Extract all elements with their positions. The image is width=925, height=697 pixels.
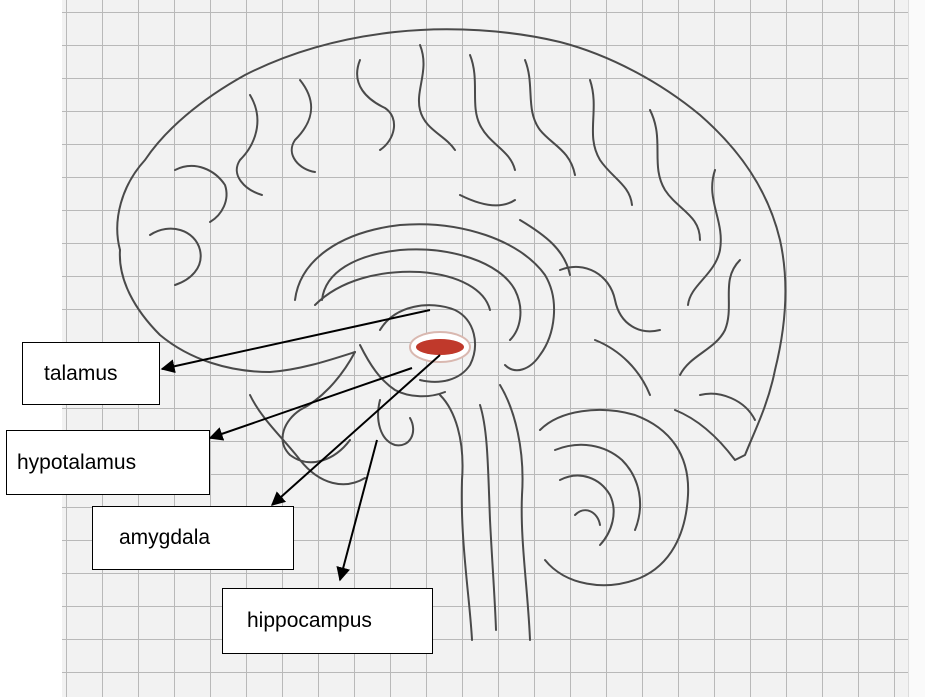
gyrus-line xyxy=(595,340,650,395)
gyrus-line xyxy=(292,80,315,172)
gyrus-line xyxy=(680,260,740,375)
label-amygdala: amygdala xyxy=(92,506,294,570)
medulla-line xyxy=(480,405,496,630)
label-hypothalamus: hypotalamus xyxy=(6,430,210,495)
label-thalamus: talamus xyxy=(22,342,160,405)
label-text: amygdala xyxy=(119,526,210,550)
gyrus-line xyxy=(688,170,721,305)
gyrus-line xyxy=(175,166,227,222)
gyrus-line xyxy=(150,229,201,285)
gyrus-line xyxy=(470,55,515,170)
arrow-hypotalamus xyxy=(210,368,412,438)
label-hippocampus: hippocampus xyxy=(222,588,433,654)
gyrus-line xyxy=(419,45,455,150)
gyrus-line xyxy=(560,267,660,331)
arrow-hippocampus xyxy=(340,440,377,580)
gyrus-line xyxy=(460,195,515,205)
gyrus-line xyxy=(650,110,700,240)
gyrus-line xyxy=(590,80,632,205)
arrow-talamus xyxy=(162,310,430,369)
label-text: hippocampus xyxy=(247,609,372,633)
label-text: hypotalamus xyxy=(17,451,136,475)
gyrus-line xyxy=(237,95,262,195)
brainstem-front xyxy=(440,395,472,640)
marker-disc xyxy=(416,339,464,355)
gyrus-line xyxy=(357,60,394,150)
gyrus-line xyxy=(700,394,755,420)
brainstem-back xyxy=(500,385,530,640)
cerebellum-outline xyxy=(540,410,688,585)
gyrus-line xyxy=(525,60,575,175)
cerebellum-folia xyxy=(575,510,600,525)
gyrus-line xyxy=(520,220,570,275)
temporal-lobe-lower xyxy=(250,395,365,484)
cortex-outline xyxy=(117,29,785,460)
label-text: talamus xyxy=(44,362,118,386)
fornix xyxy=(315,272,490,310)
